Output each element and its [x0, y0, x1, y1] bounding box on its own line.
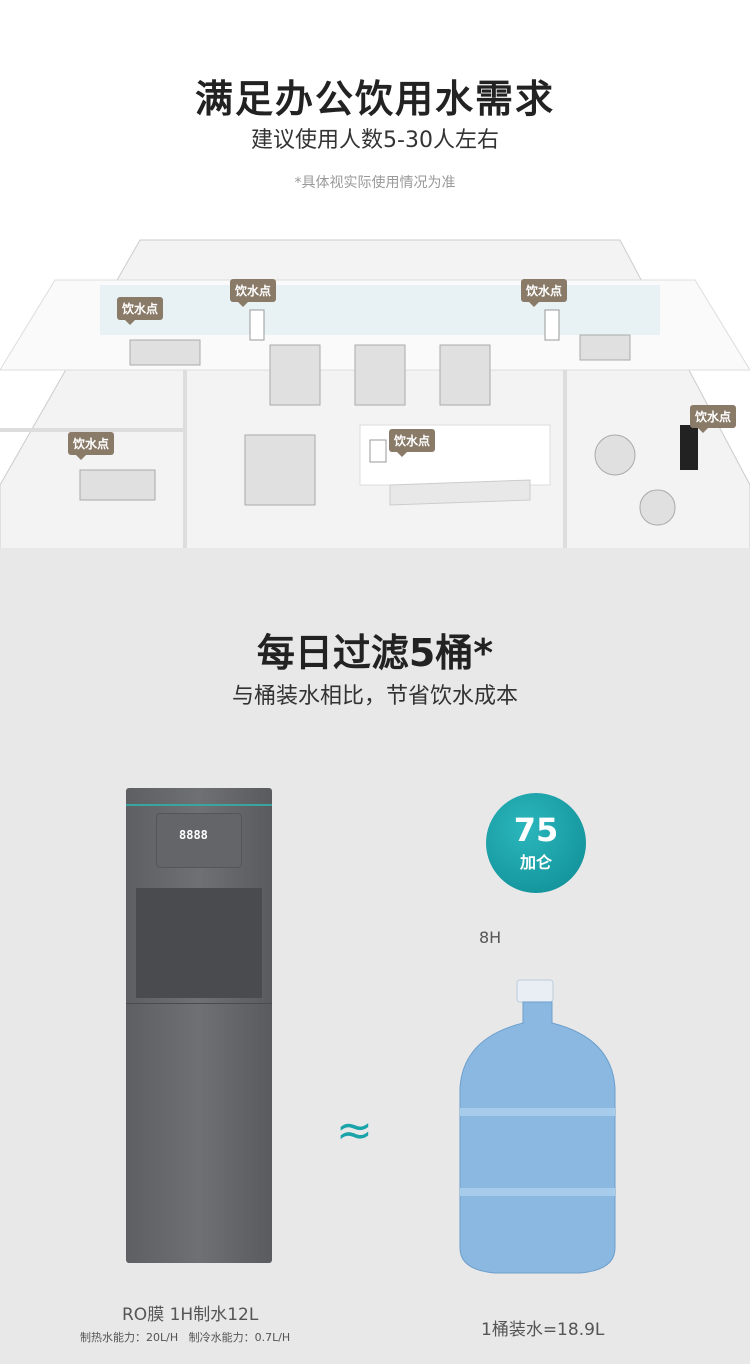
- machine-spec: 制热水能力：20L/H 制冷水能力：0.7L/H: [80, 1331, 291, 1344]
- capacity-badge: 75 加仑: [486, 793, 586, 893]
- machine-label: RO膜 1H制水12L: [122, 1305, 259, 1325]
- hours-label: 8H: [479, 928, 502, 947]
- capacity-title: 每日过滤5桶*: [256, 631, 494, 675]
- section-subtitle: 建议使用人数5-30人左右: [251, 128, 499, 153]
- section-note: *具体视实际使用情况为准: [294, 175, 456, 191]
- bottle-label: 1桶装水=18.9L: [481, 1320, 605, 1340]
- water-point-tag: 饮水点: [521, 279, 568, 307]
- capacity-section: [0, 548, 750, 1364]
- water-dispenser-image: 8888: [126, 788, 272, 1263]
- capacity-subtitle: 与桶装水相比，节省饮水成本: [231, 684, 518, 709]
- water-point-tag: 饮水点: [230, 279, 277, 307]
- badge-value: 75: [513, 811, 559, 849]
- section-title: 满足办公饮用水需求: [194, 77, 555, 121]
- water-point-tag: 饮水点: [690, 405, 737, 433]
- office-floor-plan: [0, 239, 750, 551]
- approx-icon: ≈: [336, 1105, 373, 1156]
- water-bottle-image: [459, 979, 616, 1274]
- water-point-tag: 饮水点: [68, 432, 115, 460]
- display-readout: 8888: [179, 828, 208, 842]
- office-section: 满足办公饮用水需求 建议使用人数5-30人左右 *具体视实际使用情况为准 饮水点…: [0, 0, 750, 560]
- water-point-tag: 饮水点: [117, 297, 164, 325]
- water-point-tag: 饮水点: [389, 429, 436, 457]
- badge-unit: 加仑: [519, 853, 552, 872]
